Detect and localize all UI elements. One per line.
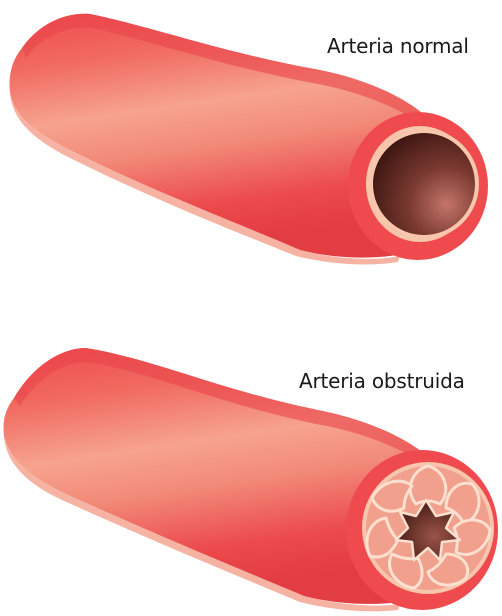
normal-artery-lumen [373,133,475,235]
label-obstructed-artery: Arteria obstruida [299,369,465,393]
label-normal-artery: Arteria normal [327,34,469,58]
